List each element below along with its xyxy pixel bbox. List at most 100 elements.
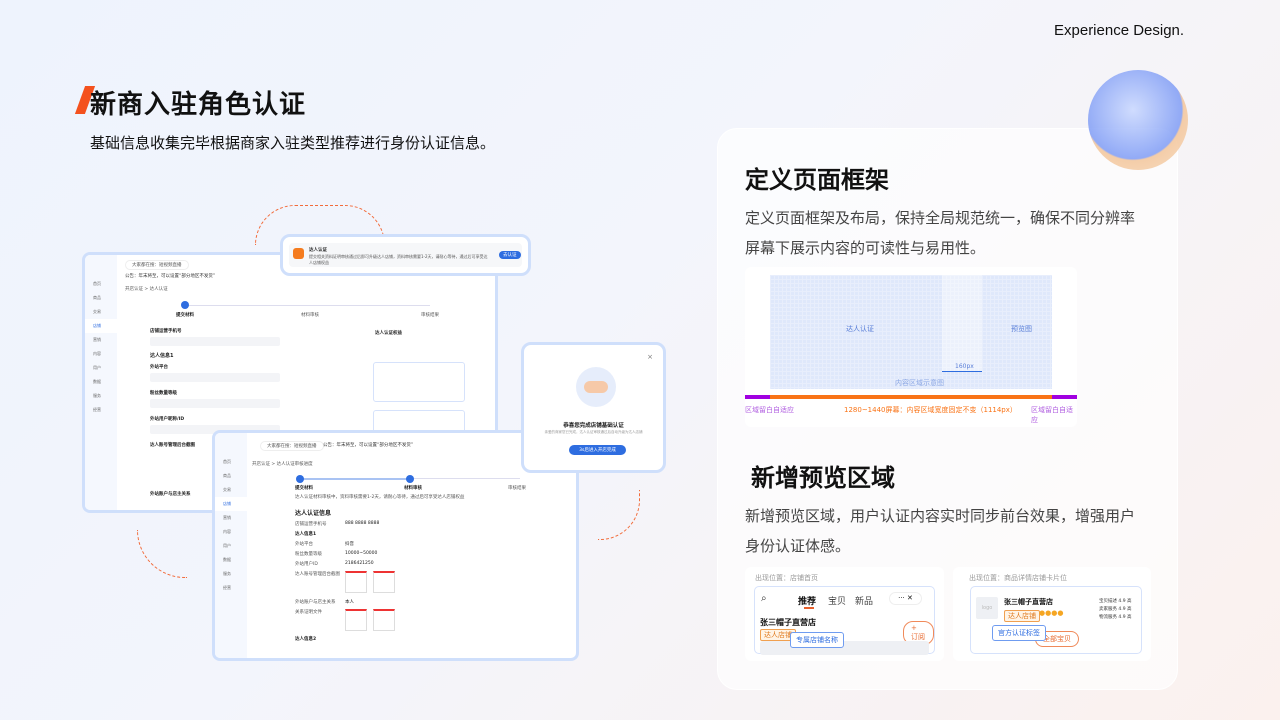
notice: 公告：年末将至，可以设置“部分地区不发货” <box>323 443 414 448</box>
screenshot-thumb[interactable] <box>373 571 395 593</box>
sidebar-item[interactable]: 内容 <box>223 529 231 534</box>
sidebar-item[interactable]: 首页 <box>93 281 101 286</box>
app-logo <box>85 255 117 277</box>
section-title: 达人认证信息 <box>295 510 332 517</box>
margin-label-right: 区域留白自适应 <box>1031 406 1073 424</box>
sidebar-item[interactable]: 店铺 <box>85 319 117 333</box>
step-3: 审核结果 <box>508 486 526 491</box>
expert-shop-tag: 达人店铺 <box>1004 610 1040 622</box>
rating-row: 物流服务 4.9 高 <box>1099 615 1132 620</box>
sidebar-item[interactable]: 商品 <box>223 473 231 478</box>
sidebar-item[interactable]: 交易 <box>223 487 231 492</box>
section-subtitle: 达人信息2 <box>295 637 317 642</box>
sidebar-item[interactable]: 数据 <box>93 379 101 384</box>
all-items-button[interactable]: 全部宝贝 <box>1035 631 1079 647</box>
modal-text: 亲爱的商家您已完成，达人认证审核通过后自动升级为达人店铺 <box>544 430 643 434</box>
platform-select[interactable] <box>150 373 280 382</box>
dashed-arrow <box>598 490 640 540</box>
search-input[interactable]: 大家都在搜：短视频直播 <box>260 441 324 451</box>
sidebar-item[interactable]: 经营 <box>93 407 101 412</box>
search-input[interactable]: 大家都在搜：短视频直播 <box>125 260 189 270</box>
tab-new[interactable]: 新品 <box>855 597 874 607</box>
preview-shop-home: 出现位置：店铺首页 ⌕ 推荐 宝贝 新品 ··· ✕ 张三帽子直营店 达人店铺 … <box>745 567 944 661</box>
modal-title: 恭喜您完成店铺基础认证 <box>563 423 624 429</box>
form-label: 外站平台 <box>150 365 168 370</box>
tab-items[interactable]: 宝贝 <box>828 597 847 607</box>
tab-recommend[interactable]: 推荐 <box>798 597 817 607</box>
more-close-capsule[interactable]: ··· ✕ <box>889 592 922 605</box>
user-icon <box>293 248 304 259</box>
screenshot-thumb[interactable] <box>373 609 395 631</box>
location-label: 出现位置：店铺首页 <box>755 574 818 582</box>
section1-title: 定义页面框架 <box>745 166 889 194</box>
sidebar-item[interactable]: 商品 <box>93 295 101 300</box>
row-value: 888 8888 8888 <box>345 521 380 526</box>
desc-line: 屏幕下展示内容的可读性与易用性。 <box>745 239 986 257</box>
row-label: 外站平台 <box>295 542 313 547</box>
sidebar-item[interactable]: 店铺 <box>215 497 247 511</box>
search-icon[interactable]: ⌕ <box>761 593 767 604</box>
section2-title: 新增预览区域 <box>751 464 895 492</box>
form-section: 达人信息1 <box>150 353 174 359</box>
notification-text: 提交相关资料证明审核通过后即可升级达人店铺，资料审核需要1-2天，请耐心等待，通… <box>309 254 488 265</box>
desc-line: 身份认证体感。 <box>745 537 851 555</box>
content-width-label: 1280~1440屏幕：内容区域宽度固定不变（1114px） <box>844 406 1017 414</box>
sidebar: 首页商品交易店铺营销内容用户数据服务经营 <box>215 433 247 658</box>
sidebar-item[interactable]: 营销 <box>223 515 231 520</box>
form-label: 达人账号管理后台截图 <box>150 443 195 448</box>
margin-label-left: 区域留白自适应 <box>745 406 794 414</box>
row-label: 外站账户与店主关系 <box>295 600 336 605</box>
breadcrumb: 开店认证 > 达人认证 <box>125 287 168 292</box>
close-icon[interactable]: × <box>647 353 653 361</box>
sidebar-item[interactable]: 用户 <box>223 543 231 548</box>
brand-label: Experience Design. <box>1054 22 1185 39</box>
screenshot-thumb[interactable] <box>345 571 367 593</box>
sidebar-item[interactable]: 首页 <box>223 459 231 464</box>
desc-line: 定义页面框架及布局，保持全局规范统一，确保不同分辨率 <box>745 209 1136 227</box>
section1-desc: 定义页面框架及布局，保持全局规范统一，确保不同分辨率屏幕下展示内容的可读性与易用… <box>745 203 1135 263</box>
form-label: 外站用户昵称/ID <box>150 417 185 422</box>
sidebar-item[interactable]: 用户 <box>93 365 101 370</box>
desc-line: 新增预览区域，用户认证内容实时同步前台效果，增强用户 <box>745 507 1136 525</box>
sidebar: 首页商品交易店铺营销内容用户数据服务经营 <box>85 255 117 510</box>
fans-select[interactable] <box>150 399 280 408</box>
benefit-title: 达人认证权益 <box>375 331 402 336</box>
page-title: 新商入驻角色认证 <box>90 90 307 120</box>
row-label: 粉丝数量等级 <box>295 552 322 557</box>
continue-button[interactable]: 3s后进入开店完成 <box>569 445 626 455</box>
app-logo <box>215 433 247 455</box>
content-area-label: 内容区域示意图 <box>895 379 944 387</box>
step-1: 提交材料 <box>176 313 194 318</box>
review-progress-window: 首页商品交易店铺营销内容用户数据服务经营 大家都在搜：短视频直播 公告：年末将至… <box>212 430 579 661</box>
sidebar-item[interactable]: 内容 <box>93 351 101 356</box>
rating-row: 卖家服务 4.9 高 <box>1099 607 1132 612</box>
rating-stars: ●●●● <box>1039 609 1064 617</box>
step-2: 材料审核 <box>301 313 319 318</box>
gap-label: 160px <box>955 363 974 370</box>
success-modal: × 恭喜您完成店铺基础认证 亲爱的商家您已完成，达人认证审核通过后自动升级为达人… <box>521 342 666 473</box>
location-label: 出现位置：商品详情店铺卡片位 <box>969 574 1067 582</box>
rating-row: 宝贝描述 4.9 高 <box>1099 599 1132 604</box>
sidebar-item[interactable]: 数据 <box>223 557 231 562</box>
step-3: 审核结果 <box>421 313 439 318</box>
sidebar-item[interactable]: 服务 <box>93 393 101 398</box>
row-label: 店铺运营手机号 <box>295 522 327 527</box>
notice: 公告：年末将至，可以设置“部分地区不发货” <box>125 274 216 279</box>
preview-area-label: 预览图 <box>1011 325 1032 333</box>
verify-button[interactable]: 去认证 <box>499 251 521 259</box>
screenshot-thumb[interactable] <box>345 609 367 631</box>
sidebar-item[interactable]: 交易 <box>93 309 101 314</box>
section-subtitle: 达人信息1 <box>295 532 317 537</box>
nickname-input[interactable] <box>150 425 280 434</box>
sidebar-item[interactable]: 营销 <box>93 337 101 342</box>
layout-diagram: 达人认证 预览图 160px 内容区域示意图 区域留白自适应 1280~1440… <box>745 267 1077 427</box>
shop-name: 张三帽子直营店 <box>760 618 816 627</box>
step-1: 提交材料 <box>295 486 313 491</box>
sidebar-item[interactable]: 经营 <box>223 585 231 590</box>
phone-input[interactable] <box>150 337 280 346</box>
shop-name-tooltip: 专属店铺名称 <box>790 632 844 648</box>
row-value: 本人 <box>345 600 354 605</box>
sidebar-item[interactable]: 服务 <box>223 571 231 576</box>
row-label: 外站用户ID <box>295 562 318 567</box>
notification-title: 达人认证 <box>309 248 327 253</box>
